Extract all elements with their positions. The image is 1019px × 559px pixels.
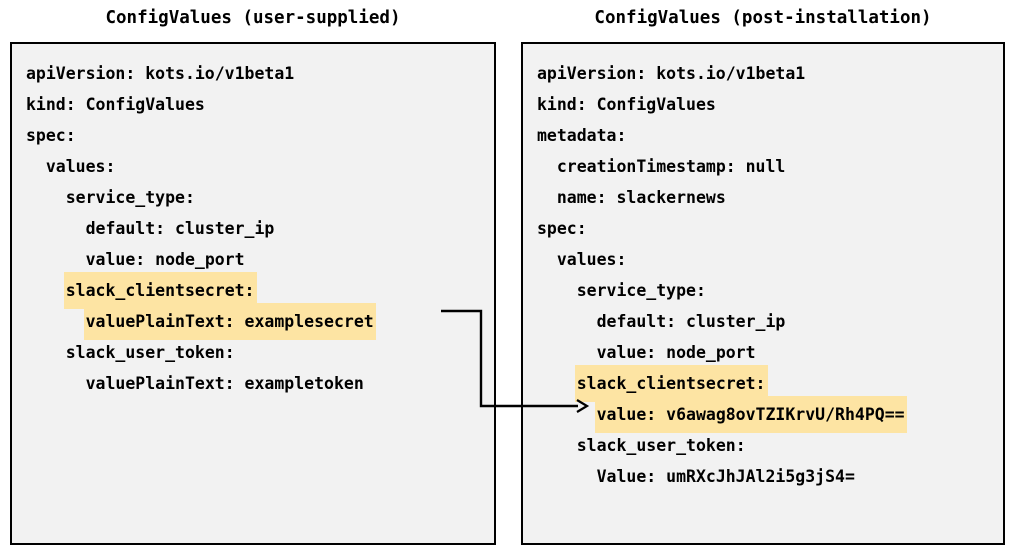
left-config-code: apiVersion: kots.io/v1beta1 kind: ConfigV…: [12, 44, 494, 399]
right-config-panel: apiVersion: kots.io/v1beta1 kind: ConfigV…: [521, 42, 1005, 545]
code-indent: [26, 250, 86, 269]
code-indent: [537, 467, 597, 486]
code-indent: [26, 343, 66, 362]
code-indent: [537, 188, 557, 207]
code-text: valuePlainText: exampletoken: [85, 374, 364, 393]
code-indent: [26, 157, 46, 176]
code-indent: [537, 405, 597, 424]
code-text: valuePlainText: examplesecret: [83, 303, 376, 340]
code-text: spec:: [26, 126, 76, 145]
code-line: creationTimestamp: null: [523, 151, 1003, 182]
code-line: kind: ConfigValues: [12, 89, 494, 120]
code-line: valuePlainText: exampletoken: [12, 368, 494, 399]
code-line: service_type:: [523, 275, 1003, 306]
code-line: apiVersion: kots.io/v1beta1: [523, 58, 1003, 89]
code-indent: [26, 188, 66, 207]
code-line: value: node_port: [523, 337, 1003, 368]
code-text: values:: [45, 157, 116, 176]
left-panel-title: ConfigValues (user-supplied): [105, 8, 401, 28]
code-line: value: node_port: [12, 244, 494, 275]
code-indent: [537, 281, 577, 300]
code-line: value: v6awag8ovTZIKrvU/Rh4PQ==: [523, 396, 1003, 433]
code-line: valuePlainText: examplesecret: [12, 303, 494, 340]
code-line: slack_user_token:: [12, 337, 494, 368]
code-text: Value: umRXcJhJAl2i5g3jS4=: [596, 467, 855, 486]
code-line: spec:: [523, 213, 1003, 244]
code-indent: [26, 219, 86, 238]
code-text: slack_clientsecret:: [574, 365, 768, 402]
code-text: value: v6awag8ovTZIKrvU/Rh4PQ==: [594, 396, 907, 433]
code-text: kind: ConfigValues: [537, 95, 716, 114]
right-panel-title: ConfigValues (post-installation): [594, 8, 932, 28]
code-line: name: slackernews: [523, 182, 1003, 213]
code-indent: [537, 157, 557, 176]
code-text: value: node_port: [596, 343, 756, 362]
code-line: spec:: [12, 120, 494, 151]
code-indent: [537, 436, 577, 455]
code-text: default: cluster_ip: [85, 219, 275, 238]
code-indent: [537, 343, 597, 362]
left-config-panel: apiVersion: kots.io/v1beta1 kind: ConfigV…: [10, 42, 496, 545]
code-text: spec:: [537, 219, 587, 238]
code-text: slack_clientsecret:: [63, 272, 257, 309]
code-line: slack_clientsecret:: [12, 272, 494, 309]
code-line: default: cluster_ip: [12, 213, 494, 244]
code-text: kind: ConfigValues: [26, 95, 205, 114]
code-text: service_type:: [65, 188, 195, 207]
code-indent: [26, 312, 86, 331]
code-line: default: cluster_ip: [523, 306, 1003, 337]
code-text: slack_user_token:: [65, 343, 235, 362]
code-line: kind: ConfigValues: [523, 89, 1003, 120]
code-text: name: slackernews: [556, 188, 726, 207]
code-line: slack_clientsecret:: [523, 365, 1003, 402]
code-text: values:: [556, 250, 627, 269]
code-text: service_type:: [576, 281, 706, 300]
code-indent: [26, 281, 66, 300]
code-text: apiVersion: kots.io/v1beta1: [26, 64, 295, 83]
code-indent: [537, 250, 557, 269]
code-indent: [537, 312, 597, 331]
code-text: slack_user_token:: [576, 436, 746, 455]
code-line: values:: [523, 244, 1003, 275]
right-config-code: apiVersion: kots.io/v1beta1 kind: ConfigV…: [523, 44, 1003, 492]
code-text: creationTimestamp: null: [556, 157, 786, 176]
code-indent: [537, 374, 577, 393]
code-text: default: cluster_ip: [596, 312, 786, 331]
code-indent: [26, 374, 86, 393]
code-line: service_type:: [12, 182, 494, 213]
code-text: value: node_port: [85, 250, 245, 269]
code-text: metadata:: [537, 126, 627, 145]
code-line: values:: [12, 151, 494, 182]
code-line: slack_user_token:: [523, 430, 1003, 461]
code-line: apiVersion: kots.io/v1beta1: [12, 58, 494, 89]
code-line: Value: umRXcJhJAl2i5g3jS4=: [523, 461, 1003, 492]
code-line: metadata:: [523, 120, 1003, 151]
code-text: apiVersion: kots.io/v1beta1: [537, 64, 806, 83]
